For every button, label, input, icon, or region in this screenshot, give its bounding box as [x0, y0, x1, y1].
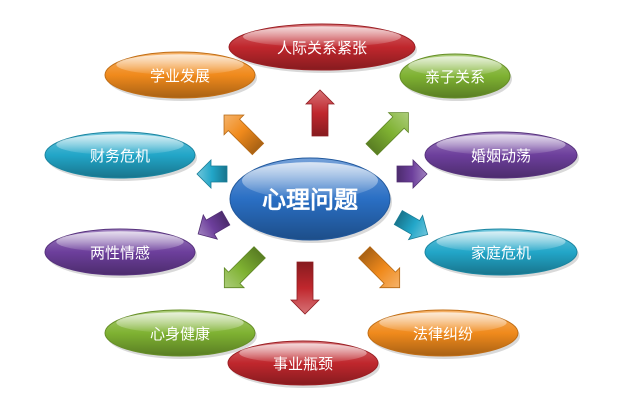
arrow-interpersonal-icon — [305, 89, 335, 137]
node-health-label: 心身健康 — [150, 325, 210, 343]
ellipse-gloss — [56, 134, 184, 155]
node-academic: 学业发展 — [104, 51, 257, 101]
node-health: 心身健康 — [104, 309, 257, 359]
node-legal-label: 法律纠纷 — [413, 325, 473, 343]
arrow-romance-icon — [197, 210, 231, 240]
ellipse-gloss — [116, 54, 244, 75]
ellipse-gloss — [242, 26, 402, 47]
node-marriage-label: 婚姻动荡 — [471, 147, 531, 165]
node-academic-label: 学业发展 — [150, 67, 210, 85]
node-career-label: 事业瓶颈 — [273, 355, 333, 373]
ellipse-gloss — [239, 343, 367, 363]
node-romance-label: 两性情感 — [90, 244, 150, 262]
arrow-finance-icon — [196, 159, 228, 189]
arrow-legal-icon — [358, 246, 401, 289]
arrow-family-icon — [393, 210, 429, 241]
node-legal: 法律纠纷 — [367, 309, 520, 359]
arrow-marriage-icon — [396, 159, 428, 189]
ellipse-gloss — [116, 312, 244, 333]
node-family-label: 家庭危机 — [471, 244, 531, 262]
node-marriage: 婚姻动荡 — [424, 131, 579, 181]
node-finance-label: 财务危机 — [90, 147, 150, 165]
ellipse-gloss — [56, 231, 184, 252]
ellipse-gloss — [379, 312, 507, 333]
node-career: 事业瓶颈 — [227, 340, 380, 388]
node-parent-child: 亲子关系 — [399, 53, 512, 101]
center-node-label: 心理问题 — [262, 186, 358, 214]
ellipse-gloss — [408, 56, 502, 76]
ellipse-gloss — [242, 162, 378, 199]
ellipse-gloss — [436, 231, 566, 252]
center-node: 心理问题 — [229, 157, 392, 243]
node-family: 家庭危机 — [424, 228, 579, 278]
node-interpersonal-label: 人际关系紧张 — [277, 39, 367, 57]
arrow-career-icon — [290, 261, 320, 315]
node-parent-child-label: 亲子关系 — [425, 68, 485, 86]
node-interpersonal: 人际关系紧张 — [228, 23, 417, 73]
node-finance: 财务危机 — [44, 131, 197, 181]
ellipse-gloss — [436, 134, 566, 155]
arrow-academic-icon — [223, 114, 265, 156]
node-romance: 两性情感 — [44, 228, 197, 278]
arrow-health-icon — [223, 246, 266, 289]
arrow-parent-child-icon — [365, 112, 409, 156]
